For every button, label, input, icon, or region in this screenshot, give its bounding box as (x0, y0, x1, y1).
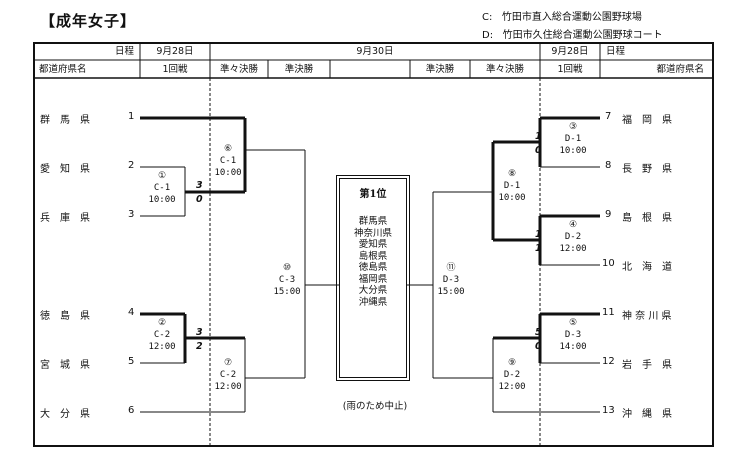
first-place-team: 徳島県 (358, 262, 388, 273)
team-name: 徳 島 県 (40, 311, 90, 322)
team-name: 宮 城 県 (40, 360, 90, 371)
team-seed: 8 (605, 160, 612, 171)
venue-c-code: C: (482, 12, 493, 23)
score-g3-top: 1 (535, 131, 542, 142)
page-title: 【成年女子】 (40, 12, 137, 30)
team-name: 愛 知 県 (40, 164, 90, 175)
first-place-team: 島根県 (358, 250, 388, 262)
team-right-13: 沖 縄 県 (622, 409, 672, 420)
score-g5-top: 5 (535, 327, 542, 338)
team-seed: 5 (128, 356, 135, 367)
team-left-4: 徳 島 県 (40, 307, 90, 322)
header-date-left: 9月28日 (156, 46, 194, 57)
game-11: ⑪ D-3 15:00 (437, 263, 465, 297)
game-3: ③ D-1 10:00 (559, 122, 587, 156)
score-g2-top: 3 (196, 327, 203, 338)
score-g2-bottom: 2 (196, 341, 203, 352)
score-g1-bottom: 0 (196, 194, 203, 205)
team-left-1: 群 馬 県 (40, 111, 90, 126)
team-left-2: 愛 知 県 (40, 160, 90, 175)
header-qf-right: 準々決勝 (485, 64, 524, 75)
first-place-team: 福岡県 (358, 273, 388, 285)
rain-cancel-note: (雨のため中止) (342, 401, 408, 412)
first-place-team: 沖縄県 (358, 296, 388, 308)
venue-c: C: 竹田市直入総合運動公園野球場 (482, 8, 642, 23)
score-g1-top: 3 (196, 180, 203, 191)
score-g5-bottom: 0 (535, 341, 542, 352)
game-8: ⑧ D-1 10:00 (498, 169, 526, 203)
header-qf-left: 準々決勝 (219, 64, 258, 75)
first-place-team: 神奈川県 (353, 227, 392, 239)
game-5: ⑤ D-3 14:00 (559, 318, 587, 352)
team-seed: 13 (602, 405, 615, 416)
first-place-team: 愛知県 (358, 239, 388, 250)
first-place-title: 第1位 (359, 189, 387, 200)
venue-d-code: D: (482, 30, 494, 41)
team-right-8: 長 野 県 (622, 164, 672, 175)
header-pref-left: 都道府県名 (39, 64, 87, 75)
header-pref-right: 都道府県名 (656, 64, 704, 75)
first-place-team: 群馬県 (358, 216, 388, 227)
team-seed: 12 (602, 356, 615, 367)
team-seed: 2 (128, 160, 135, 171)
team-right-9: 島 根 県 (622, 213, 672, 224)
team-left-3: 兵 庫 県 (40, 209, 90, 224)
game-4: ④ D-2 12:00 (559, 220, 587, 254)
team-seed: 7 (605, 111, 612, 122)
team-right-11: 神 奈 川 県 (622, 311, 672, 322)
game-1: ① C-1 10:00 (148, 171, 176, 205)
team-seed: 10 (602, 258, 615, 269)
team-right-7: 福 岡 県 (622, 115, 672, 126)
header-schedule-right: 日程 (606, 46, 626, 57)
team-seed: 3 (128, 209, 135, 220)
header-round1-right: 1回戦 (557, 64, 583, 75)
header-schedule-left: 日程 (114, 46, 134, 57)
header-round1-left: 1回戦 (162, 64, 188, 75)
team-name: 群 馬 県 (40, 115, 90, 126)
team-seed: 6 (128, 405, 135, 416)
game-7: ⑦ C-2 12:00 (214, 358, 242, 392)
score-g4-bottom: 1 (535, 243, 542, 254)
game-9: ⑨ D-2 12:00 (498, 358, 526, 392)
team-right-12: 岩 手 県 (622, 360, 672, 371)
header-sf-left: 準決勝 (284, 64, 314, 75)
team-seed: 9 (605, 209, 612, 220)
header-date-center: 9月30日 (356, 46, 394, 57)
first-place-team: 大分県 (358, 285, 388, 296)
team-right-10: 北 海 道 (622, 262, 672, 273)
game-2: ② C-2 12:00 (148, 318, 176, 352)
first-place-box: 第1位 群馬県 神奈川県 愛知県 島根県 徳島県 福岡県 大分県 沖縄県 (336, 175, 410, 381)
venue-d-name: 竹田市久住総合運動公園野球コート (502, 30, 663, 41)
game-10: ⑩ C-3 15:00 (273, 263, 301, 297)
header-date-right: 9月28日 (551, 46, 589, 57)
team-left-5: 宮 城 県 (40, 356, 90, 371)
bracket-frame (33, 42, 714, 447)
team-seed: 11 (602, 307, 615, 318)
venue-c-name: 竹田市直入総合運動公園野球場 (501, 12, 642, 23)
team-left-6: 大 分 県 (40, 405, 90, 420)
header-sf-right: 準決勝 (425, 64, 455, 75)
team-name: 大 分 県 (40, 409, 90, 420)
score-g4-top: 1 (535, 229, 542, 240)
team-seed: 1 (128, 111, 135, 122)
venue-d: D: 竹田市久住総合運動公園野球コート (482, 26, 663, 41)
first-place-list: 群馬県 神奈川県 愛知県 島根県 徳島県 福岡県 大分県 沖縄県 (340, 216, 406, 308)
score-g3-bottom: 0 (535, 145, 542, 156)
game-6: ⑥ C-1 10:00 (214, 144, 242, 178)
team-name: 兵 庫 県 (40, 213, 90, 224)
team-seed: 4 (128, 307, 135, 318)
